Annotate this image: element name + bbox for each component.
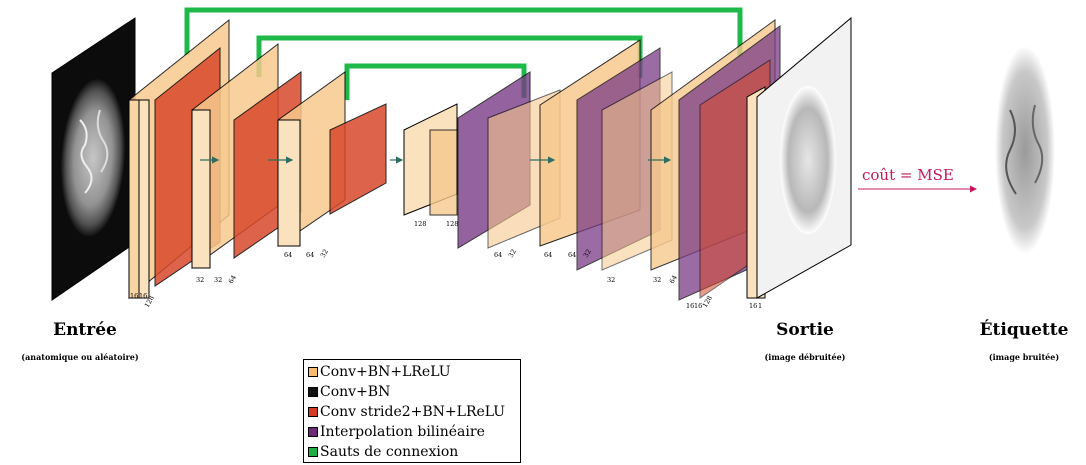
legend-swatch-icon — [308, 367, 318, 377]
legend-label: Conv+BN+LReLU — [320, 364, 451, 380]
legend-item-conv-stride2: Conv stride2+BN+LReLU — [308, 402, 516, 422]
dim-enc1-1: 16 — [130, 292, 138, 300]
legend-swatch-icon — [308, 387, 318, 397]
legend-item-interpolation: Interpolation bilinéaire — [308, 422, 516, 442]
dim-dec2-2: 64 — [568, 251, 576, 259]
skip-connection-2 — [256, 35, 643, 78]
label-subtitle: (image bruitée) — [988, 352, 1060, 362]
dim-dec2-1: 64 — [544, 251, 552, 259]
dim-dec3-3: 64 — [668, 274, 679, 285]
encoder-block-3 — [277, 71, 387, 247]
bottleneck-block — [403, 103, 458, 216]
dim-enc2-3: 64 — [227, 274, 238, 285]
dim-dec1-2: 32 — [507, 248, 518, 259]
dim-dec4-1: 16 — [686, 302, 694, 310]
skip-connection-1 — [184, 7, 743, 57]
dim-enc3-1: 64 — [284, 251, 292, 259]
dim-enc2-2: 32 — [214, 276, 222, 284]
dim-dec4-2: 16 — [694, 302, 702, 310]
input-title: Entrée — [53, 320, 117, 340]
legend-label: Conv stride2+BN+LReLU — [320, 404, 506, 420]
network-diagram: 16 16 128 32 32 64 64 64 32 128 128 64 3… — [51, 7, 1055, 310]
dim-dec1-1: 64 — [494, 251, 502, 259]
legend-swatch-icon — [308, 407, 318, 417]
dim-dec2-3: 32 — [582, 248, 593, 259]
label-image — [995, 46, 1055, 254]
loss-label: coût = MSE — [862, 166, 954, 184]
legend-item-skip-connections: Sauts de connexion — [308, 442, 516, 462]
dim-enc2-1: 32 — [196, 276, 204, 284]
input-subtitle: (anatomique ou aléatoire) — [21, 352, 139, 362]
dim-out-2: 1 — [758, 302, 762, 310]
dim-dec3-2: 32 — [653, 276, 661, 284]
dim-bottleneck-2: 128 — [446, 220, 458, 228]
dim-out-1: 16 — [749, 302, 757, 310]
legend-label: Conv+BN — [320, 384, 391, 400]
legend-label: Sauts de connexion — [320, 444, 459, 460]
legend-swatch-icon — [308, 427, 318, 437]
dim-bottleneck-1: 128 — [414, 220, 426, 228]
dim-enc1-2: 16 — [139, 292, 147, 300]
dimension-labels: 16 16 128 32 32 64 64 64 32 128 128 64 3… — [130, 220, 762, 310]
legend-item-conv-bn: Conv+BN — [308, 382, 516, 402]
dim-enc3-2: 64 — [306, 251, 314, 259]
output-subtitle: (image débruitée) — [764, 352, 846, 362]
legend-label: Interpolation bilinéaire — [320, 424, 485, 440]
label-title: Étiquette — [979, 320, 1069, 340]
output-title: Sortie — [776, 320, 834, 340]
dim-enc3-3: 32 — [319, 248, 330, 259]
legend-swatch-icon — [308, 447, 318, 457]
output-block — [746, 16, 852, 299]
dim-dec3-1: 32 — [607, 276, 615, 284]
input-image — [51, 17, 136, 301]
legend: Conv+BN+LReLU Conv+BN Conv stride2+BN+LR… — [303, 359, 521, 463]
legend-item-conv-bn-lrelu: Conv+BN+LReLU — [308, 362, 516, 382]
